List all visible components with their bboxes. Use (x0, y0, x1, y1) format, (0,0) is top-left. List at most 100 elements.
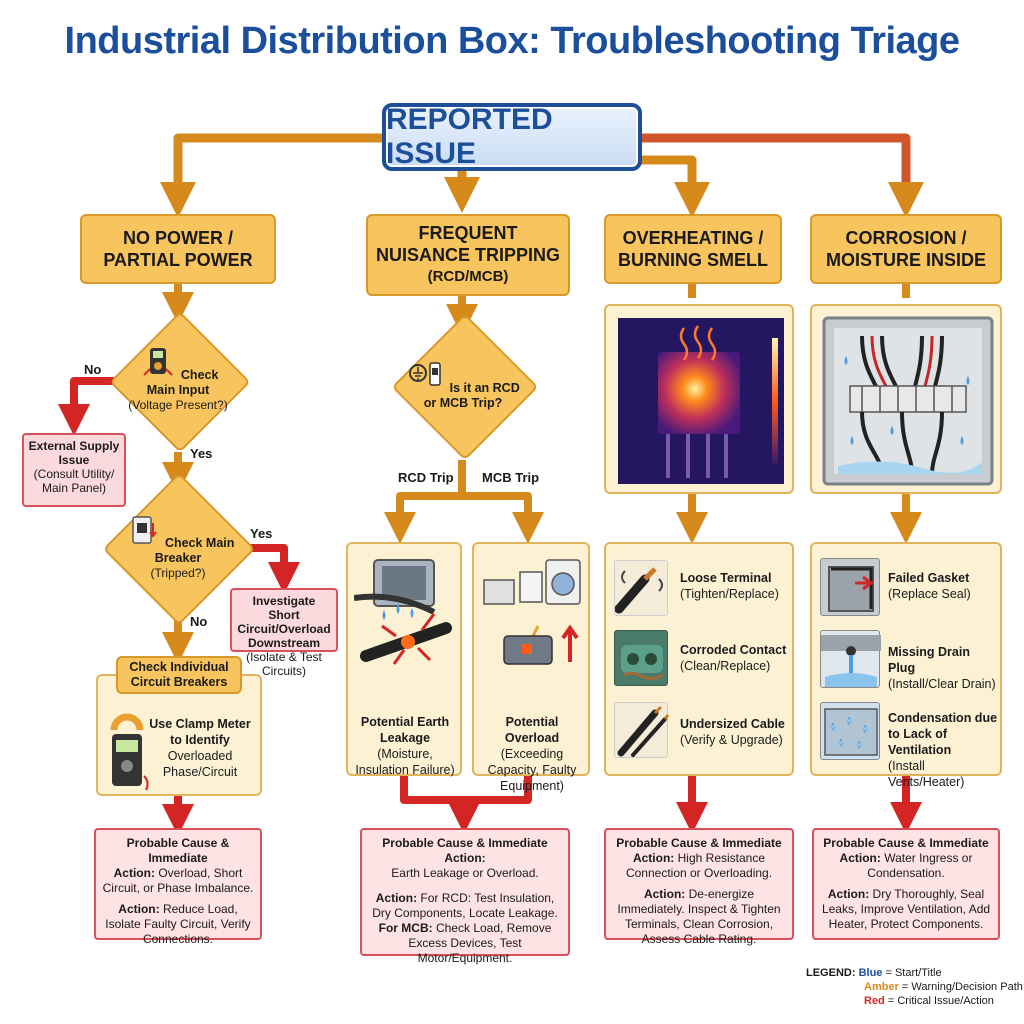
category-tripping-sub: (RCD/MCB) (427, 268, 509, 285)
thermal-image-icon (618, 318, 784, 484)
result-tripping-head: Probable Cause & Immediate Action: (382, 836, 548, 865)
condensation-icon (824, 708, 878, 756)
corrosion-causes-panel: Failed Gasket(Replace Seal) Missing Drai… (810, 542, 1002, 789)
failed-gasket-icon (828, 566, 874, 612)
category-overheating: OVERHEATING / BURNING SMELL (604, 214, 782, 284)
result-corrosion-head: Probable Cause & Immediate (823, 836, 989, 850)
clamp-meter-title: Use Clamp Meter to Identify (149, 717, 251, 747)
legend-label: LEGEND: (806, 967, 856, 979)
leaking-junction-box-icon (354, 559, 452, 665)
investigate-detail: (Isolate & Test Circuits) (246, 650, 322, 678)
overheat-item-0-title: Loose Terminal (680, 571, 772, 585)
loose-terminal-thumb (614, 560, 668, 616)
breaker-icon (131, 516, 157, 544)
earth-leakage-panel: Potential Earth Leakage (Moisture, Insul… (346, 542, 462, 777)
investigate-title: Investigate Short Circuit/Overload Downs… (237, 594, 331, 650)
overheat-item-0-detail: (Tighten/Replace) (680, 587, 779, 601)
multimeter-icon (142, 348, 173, 376)
category-overheating-label: OVERHEATING / BURNING SMELL (618, 228, 768, 270)
rcd-mcb-question: Is it an RCD or MCB Trip? (423, 380, 520, 410)
legend-amber: Amber (864, 981, 899, 993)
decision-check-main-input: Check Main Input (Voltage Present?) (109, 311, 251, 453)
failed-gasket-thumb (820, 558, 880, 616)
check-individual-label: Check Individual Circuit Breakers (129, 660, 229, 689)
result-overheat-action1: High Resistance Connection or Overloadin… (625, 851, 773, 880)
reported-issue-node: REPORTED ISSUE (382, 103, 642, 171)
label-rcd-trip: RCD Trip (398, 470, 454, 485)
result-no-power: Probable Cause & Immediate Action: Overl… (94, 828, 262, 946)
corrosion-item-2-detail: (Install Vents/Heater) (888, 759, 965, 789)
category-no-power-label: NO POWER / PARTIAL POWER (103, 228, 253, 270)
label-yes: Yes (190, 446, 213, 461)
overload-detail: (Exceeding Capacity, Faulty Equipment) (487, 747, 577, 793)
legend-amber-text: = Warning/Decision Path (901, 981, 1023, 993)
result-overheating: Probable Cause & Immediate Action: High … (604, 828, 794, 946)
undersized-cable-icon (617, 705, 670, 757)
investigate-short-circuit: Investigate Short Circuit/Overload Downs… (230, 588, 338, 678)
corrosion-item-1-detail: (Install/Clear Drain) (888, 677, 996, 691)
overload-panel: Potential Overload (Exceeding Capacity, … (472, 542, 590, 793)
overheat-item-2-detail: (Verify & Upgrade) (680, 733, 783, 747)
arrow-root-to-no-power (160, 133, 382, 218)
undersized-cable-thumb (614, 702, 670, 758)
external-supply-title: External Supply Issue (28, 439, 120, 467)
arrow-q-split (396, 460, 532, 520)
category-tripping-label: FREQUENT NUISANCE TRIPPING (375, 223, 561, 265)
decision-check-main-breaker: Check Main Breaker (Tripped?) (102, 472, 256, 626)
legend-blue-text: = Start/Title (885, 967, 942, 979)
corrosion-item-1-title: Missing Drain Plug (888, 645, 970, 675)
clamp-meter-detail: Overloaded Phase/Circuit (162, 749, 238, 779)
result-tripping-rcd-label: Action: (375, 891, 418, 905)
earth-breaker-icon (409, 361, 441, 386)
reported-issue-label: REPORTED ISSUE (386, 103, 553, 170)
result-corrosion-action1-label: Action: (839, 851, 881, 865)
corroded-contact-icon (621, 645, 664, 681)
external-supply-issue: External Supply Issue (Consult Utility/ … (22, 433, 126, 507)
result-no-power-action2-label: Action: (118, 902, 160, 916)
result-tripping-mcb: Check Load, Remove Excess Devices, Test … (408, 921, 552, 965)
result-tripping: Probable Cause & Immediate Action: Earth… (360, 828, 570, 965)
category-tripping: FREQUENT NUISANCE TRIPPING (RCD/MCB) (366, 214, 570, 296)
decision-rcd-or-mcb: Is it an RCD or MCB Trip? (391, 313, 539, 461)
category-corrosion-label: CORROSION / MOISTURE INSIDE (825, 228, 986, 270)
overheat-item-1-detail: (Clean/Replace) (680, 659, 771, 673)
result-tripping-cause: Earth Leakage or Overload. (391, 866, 539, 880)
category-corrosion: CORROSION / MOISTURE INSIDE (810, 214, 1002, 284)
result-no-power-head: Probable Cause & Immediate (126, 836, 230, 865)
check-main-breaker-label: Check Main Breaker (154, 536, 235, 565)
overheating-causes-panel: Loose Terminal(Tighten/Replace) Corroded… (604, 542, 794, 776)
result-no-power-action1-label: Action: (113, 866, 155, 880)
corroded-contact-thumb (614, 630, 668, 686)
condensation-thumb (820, 702, 880, 760)
legend-red-text: = Critical Issue/Action (887, 995, 994, 1007)
result-overheat-head: Probable Cause & Immediate (616, 836, 782, 850)
corrosion-item-2-title: Condensation due to Lack of Ventilation (888, 711, 998, 757)
result-no-power-action2: Reduce Load, Isolate Faulty Circuit, Ver… (105, 902, 251, 946)
overload-title: Potential Overload (504, 715, 560, 745)
category-no-power: NO POWER / PARTIAL POWER (80, 214, 276, 284)
corrosion-item-0-detail: (Replace Seal) (888, 587, 971, 601)
overheat-item-2-title: Undersized Cable (680, 717, 785, 731)
arrow-root-to-corrosion (642, 133, 924, 218)
loose-terminal-icon (614, 567, 663, 614)
earth-leakage-detail: (Moisture, Insulation Failure) (355, 747, 455, 777)
appliances-motor-icon (483, 559, 581, 665)
result-overheat-action1-label: Action: (632, 851, 675, 865)
label-no-breaker: No (190, 614, 208, 629)
external-supply-detail: (Consult Utility/ Main Panel) (33, 467, 115, 495)
check-individual-breakers: Check Individual Circuit Breakers (116, 656, 242, 694)
page-title: Industrial Distribution Box: Troubleshoo… (64, 20, 960, 62)
label-mcb-trip: MCB Trip (482, 470, 540, 485)
result-corrosion: Probable Cause & Immediate Action: Water… (812, 828, 1000, 940)
wet-panel-icon (822, 316, 994, 486)
label-no: No (84, 362, 102, 377)
result-overheat-action2: De-energize Immediately. Inspect & Tight… (617, 887, 781, 946)
label-yes-breaker: Yes (250, 526, 273, 541)
missing-drain-plug-thumb (820, 630, 881, 688)
result-corrosion-action2-label: Action: (827, 887, 870, 901)
result-tripping-mcb-label: For MCB: (378, 921, 433, 935)
legend-red: Red (864, 995, 885, 1007)
drain-plug-icon (821, 635, 881, 687)
result-no-power-action1: Overload, Short Circuit, or Phase Imbala… (102, 866, 254, 895)
result-corrosion-action2: Dry Thoroughly, Seal Leaks, Improve Vent… (821, 887, 991, 931)
